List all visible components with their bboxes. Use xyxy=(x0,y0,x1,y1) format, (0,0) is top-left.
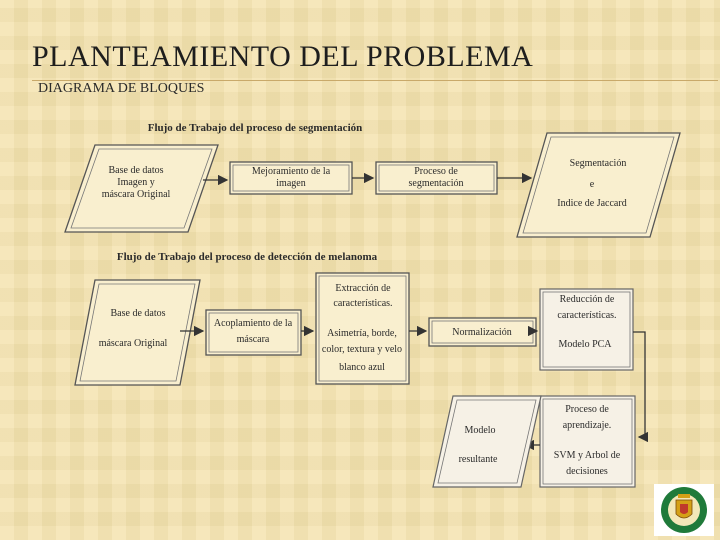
mel-learning-line: aprendizaje. xyxy=(563,420,612,431)
mel-learning-line: Proceso de xyxy=(565,404,609,415)
seg-input-line: Imagen y xyxy=(117,177,155,188)
seg-output-line: Indice de Jaccard xyxy=(557,198,626,209)
mel-reduction-line: Modelo PCA xyxy=(558,339,612,350)
mel-coupling-line: máscara xyxy=(237,334,270,345)
mel-features-line: color, textura y velo xyxy=(322,344,402,355)
mel-learning-line: decisiones xyxy=(566,466,608,477)
mel-model-line: Modelo xyxy=(464,425,495,436)
mel-reduction-line: características. xyxy=(557,310,616,321)
seg-input-line: máscara Original xyxy=(102,189,171,200)
mel-coupling-line: Acoplamiento de la xyxy=(214,318,293,329)
mel-learning-block: Proceso de aprendizaje. SVM y Arbol de d… xyxy=(539,395,636,488)
mel-model-line: resultante xyxy=(459,454,498,465)
melanoma-heading: Flujo de Trabajo del proceso de detecció… xyxy=(117,251,378,263)
mel-input-line: Base de datos xyxy=(111,308,166,319)
mel-coupling-block: Acoplamiento de la máscara xyxy=(205,309,302,356)
mel-normalization-block: Normalización xyxy=(428,317,537,347)
slide-subtitle: DIAGRAMA DE BLOQUES xyxy=(38,81,205,96)
slide-title: PLANTEAMIENTO DEL PROBLEMA xyxy=(32,40,534,73)
mel-reduction-block: Reducción de características. Modelo PCA xyxy=(539,288,634,371)
seg-process-line: segmentación xyxy=(409,178,464,189)
segmentation-heading: Flujo de Trabajo del proceso de segmenta… xyxy=(148,122,363,134)
mel-arrow-loop xyxy=(633,331,649,443)
seg-output-line: Segmentación xyxy=(570,158,627,169)
mel-features-line: características. xyxy=(333,298,392,309)
seg-enhance-block: Mejoramiento de la imagen xyxy=(229,161,353,195)
mel-normalization-label: Normalización xyxy=(452,327,511,338)
mel-reduction-line: Reducción de xyxy=(560,294,615,305)
mel-input-line: máscara Original xyxy=(99,338,168,349)
seg-input-line: Base de datos xyxy=(109,165,164,176)
mel-features-line: Asimetría, borde, xyxy=(327,328,397,339)
mel-features-block: Extracción de características. Asimetría… xyxy=(315,272,410,385)
seg-enhance-line: Mejoramiento de la xyxy=(252,166,331,177)
university-seal-icon xyxy=(654,484,714,536)
seg-process-line: Proceso de xyxy=(414,166,458,177)
mel-features-line: Extracción de xyxy=(335,283,391,294)
seg-output-line: e xyxy=(590,179,595,190)
mel-input-parallelogram: Base de datos máscara Original xyxy=(74,279,201,386)
mel-features-line: blanco azul xyxy=(339,362,385,373)
title-divider xyxy=(32,80,718,81)
mel-learning-line: SVM y Arbol de xyxy=(554,450,621,461)
mel-model-parallelogram: Modelo resultante xyxy=(432,395,542,488)
seg-process-block: Proceso de segmentación xyxy=(375,161,498,195)
seg-enhance-line: imagen xyxy=(276,178,305,189)
seg-input-parallelogram: Base de datos Imagen y máscara Original xyxy=(64,144,219,233)
seg-output-parallelogram: Segmentación e Indice de Jaccard xyxy=(516,132,681,238)
